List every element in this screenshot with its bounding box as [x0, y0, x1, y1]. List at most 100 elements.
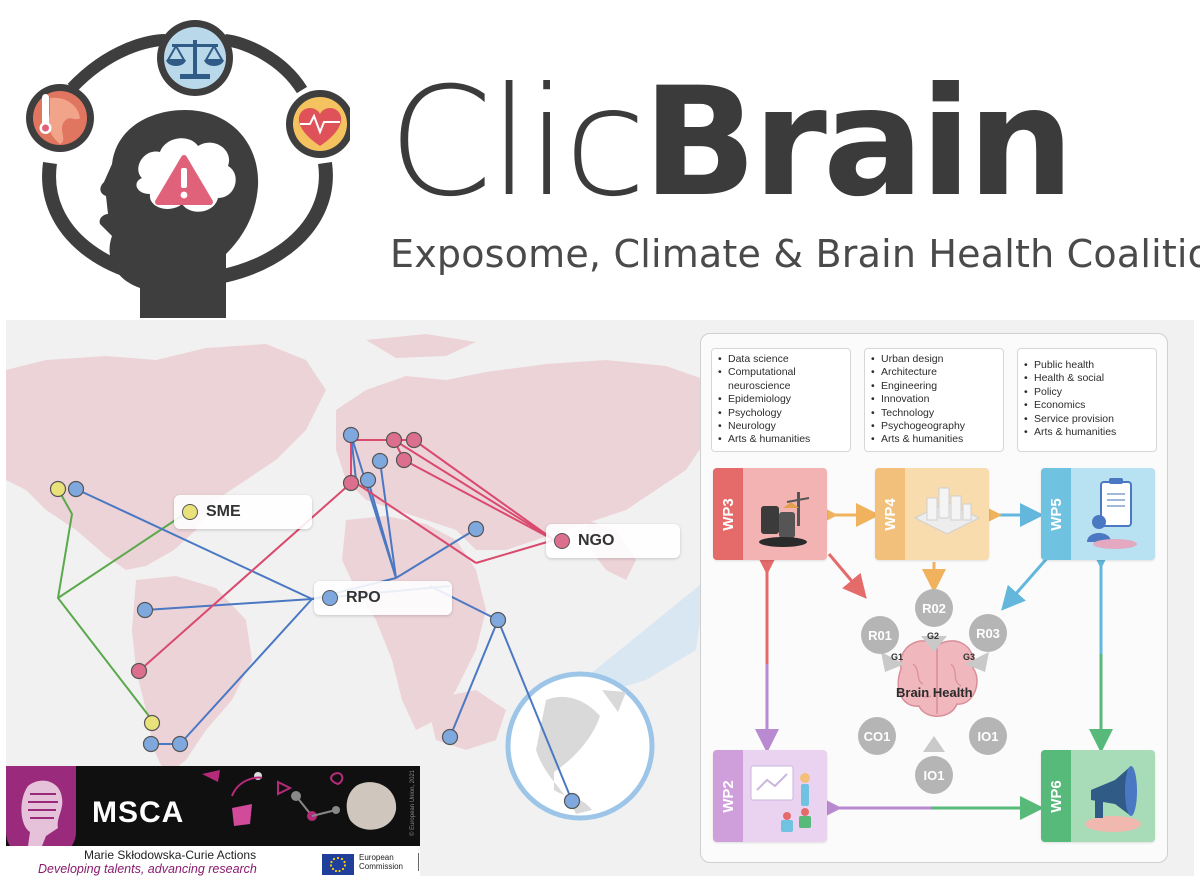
eu-line1: European	[359, 853, 394, 862]
wp2-label: WP2	[719, 779, 737, 813]
discipline-item: Public health	[1024, 359, 1148, 373]
goal-tag-g3: G3	[963, 652, 976, 662]
discipline-item: Arts & humanities	[718, 433, 842, 447]
rpo-node	[441, 728, 459, 746]
discipline-item: Economics	[1024, 399, 1148, 413]
brand-title-light: Clic	[388, 56, 647, 230]
wp6-tab: WP6	[1041, 750, 1071, 842]
brain-icon	[897, 640, 978, 717]
megaphone-icon	[1085, 766, 1141, 832]
rpo-node	[342, 426, 360, 444]
sme-legend-label: SME	[174, 495, 312, 529]
msca-tagline: Developing talents, advancing research	[38, 862, 257, 876]
wp6-card: WP6	[1041, 750, 1155, 842]
discipline-item: Arts & humanities	[1024, 426, 1148, 440]
sme-label-text: SME	[206, 503, 241, 520]
discipline-item: Technology	[871, 407, 995, 421]
eu-line2: Commission	[359, 862, 404, 871]
wp5-card: WP5	[1041, 468, 1155, 560]
rpo-label-text: RPO	[346, 589, 381, 606]
brand-subtitle: Exposome, Climate & Brain Health Coaliti…	[390, 232, 1200, 276]
goal-co1: CO1	[858, 717, 896, 755]
goal-io1-bottom: IO1	[915, 756, 953, 794]
goal-ro2: R02	[915, 589, 953, 627]
rpo-dot	[322, 590, 338, 606]
discipline-box-design: Urban design Architecture Engineering In…	[864, 348, 1004, 452]
wp5-label: WP5	[1047, 497, 1065, 531]
goal-ro1: R01	[861, 616, 899, 654]
ngo-node	[342, 474, 360, 492]
wp2-card: WP2	[713, 750, 827, 842]
goal-tag-g2: G2	[927, 631, 940, 641]
discipline-item: Innovation	[871, 393, 995, 407]
discipline-item: Engineering	[871, 380, 995, 394]
european-commission-text: European Commission	[359, 853, 419, 871]
rpo-node	[67, 480, 85, 498]
goal-io1-right: IO1	[969, 717, 1007, 755]
rpo-node	[489, 611, 507, 629]
rpo-node	[136, 601, 154, 619]
ngo-dot	[554, 533, 570, 549]
sme-dot	[182, 504, 198, 520]
ngo-node	[385, 431, 403, 449]
discipline-item: Data science	[718, 353, 842, 367]
msca-decoration	[202, 770, 397, 830]
discipline-item: Urban design	[871, 353, 995, 367]
rpo-node	[371, 452, 389, 470]
ngo-node	[130, 662, 148, 680]
discipline-item: Architecture	[871, 366, 995, 380]
eu-flag-icon	[322, 854, 354, 875]
wp3-tab: WP3	[713, 468, 743, 560]
wp2-tab: WP2	[713, 750, 743, 842]
msca-name: Marie Skłodowska-Curie Actions	[84, 848, 257, 862]
scales-icon	[157, 20, 233, 96]
discipline-item: Policy	[1024, 386, 1148, 400]
goal-tag-g1: G1	[891, 652, 904, 662]
ngo-node	[405, 431, 423, 449]
wp4-tab: WP4	[875, 468, 905, 560]
brand-title-bold: Brain	[642, 56, 1075, 230]
project-structure-panel: Data science Computational neuroscience …	[700, 333, 1168, 863]
goal-ro3: R03	[969, 614, 1007, 652]
msca-banner: MSCA Marie Skłodowska-Curie Actions Deve…	[6, 766, 420, 876]
presentation-people-icon	[750, 765, 811, 832]
rpo-node	[563, 792, 581, 810]
discipline-item: Arts & humanities	[871, 433, 995, 447]
wp6-label: WP6	[1047, 779, 1065, 813]
discipline-item: Psychogeography	[871, 420, 995, 434]
rpo-node	[467, 520, 485, 538]
clicbrain-logo-icon	[26, 20, 350, 318]
oil-barrels-icon	[759, 492, 810, 547]
heart-pulse-icon	[286, 90, 350, 158]
clipboard-user-icon	[1087, 478, 1137, 549]
discipline-item: Psychology	[718, 407, 842, 421]
sme-node	[143, 714, 161, 732]
discipline-item: Computational neuroscience	[718, 366, 842, 393]
wp4-card: WP4	[875, 468, 989, 560]
discipline-item: Neurology	[718, 420, 842, 434]
msca-dark-band: MSCA	[6, 766, 420, 860]
globe-thermometer-icon	[26, 84, 94, 152]
sme-node	[49, 480, 67, 498]
msca-copyright: © European Union, 2021	[410, 769, 416, 836]
project-flow-arrows	[755, 503, 1113, 820]
rpo-node	[359, 471, 377, 489]
wp4-label: WP4	[881, 497, 899, 531]
discipline-item: Epidemiology	[718, 393, 842, 407]
discipline-item: Service provision	[1024, 413, 1148, 427]
rpo-node	[171, 735, 189, 753]
discipline-box-policy: Public health Health & social Policy Eco…	[1017, 348, 1157, 452]
msca-footer: Marie Skłodowska-Curie Actions Developin…	[6, 846, 420, 876]
brain-health-label: Brain Health	[896, 685, 973, 700]
rpo-legend-label: RPO	[314, 581, 452, 615]
rpo-node	[142, 735, 160, 753]
discipline-box-science: Data science Computational neuroscience …	[711, 348, 851, 452]
wp3-label: WP3	[719, 497, 737, 531]
msca-title: MSCA	[92, 796, 185, 829]
brand-title: ClicBrain	[388, 56, 1075, 230]
ngo-node	[395, 451, 413, 469]
city-blocks-icon	[913, 487, 981, 535]
ngo-legend-label: NGO	[546, 524, 680, 558]
wp3-card: WP3	[713, 468, 827, 560]
discipline-item: Health & social	[1024, 372, 1148, 386]
